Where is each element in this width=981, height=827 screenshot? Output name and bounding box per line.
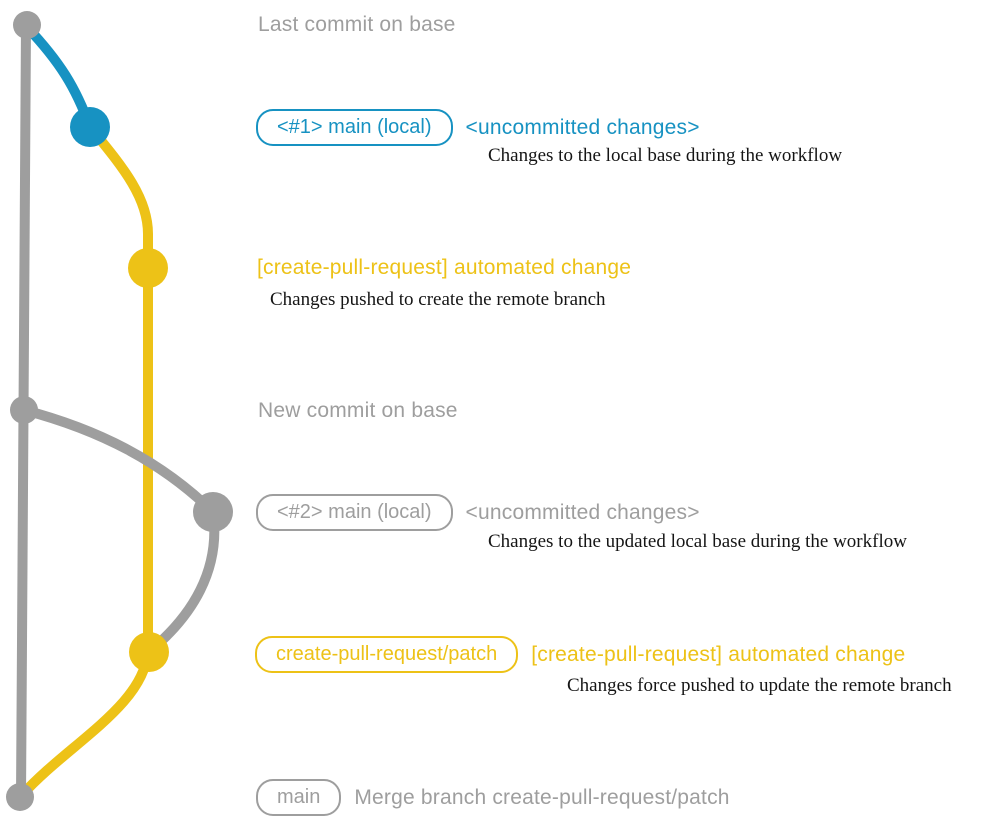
automated-change-message-1: [create-pull-request] automated change	[257, 256, 632, 279]
uncommitted-changes-status-2: <uncommitted changes>	[465, 500, 700, 524]
last-commit-title: Last commit on base	[258, 13, 456, 36]
branch1-description: Changes to the local base during the wor…	[488, 145, 843, 166]
new-commit-title: New commit on base	[258, 399, 458, 422]
uncommitted-changes-status-1: <uncommitted changes>	[465, 115, 700, 139]
commit-node-local-main-1	[70, 107, 110, 147]
rebase-out-line	[19, 405, 218, 517]
rebase-in-line	[145, 507, 220, 656]
branch2-description: Changes to the updated local base during…	[488, 531, 907, 552]
push1-description: Changes pushed to create the remote bran…	[270, 289, 606, 310]
automated-change-message-2: [create-pull-request] automated change	[531, 642, 906, 666]
push2-description: Changes force pushed to update the remot…	[567, 675, 952, 696]
commit-node-automated-2	[129, 632, 169, 672]
branch-badge-main-local-2: <#2> main (local)	[256, 494, 453, 531]
commit-node-local-main-2	[193, 492, 233, 532]
commit-node-new-base	[10, 396, 38, 424]
branch-badge-main: main	[256, 779, 342, 816]
commit-node-automated-1	[128, 248, 168, 288]
commit-node-last-base	[13, 11, 41, 39]
branch-badge-patch: create-pull-request/patch	[255, 636, 519, 673]
patch-branch-line	[17, 122, 153, 800]
merge-commit-message: Merge branch create-pull-request/patch	[354, 785, 730, 809]
branch-badge-main-local-1: <#1> main (local)	[256, 109, 453, 146]
commit-node-merge	[6, 783, 34, 811]
